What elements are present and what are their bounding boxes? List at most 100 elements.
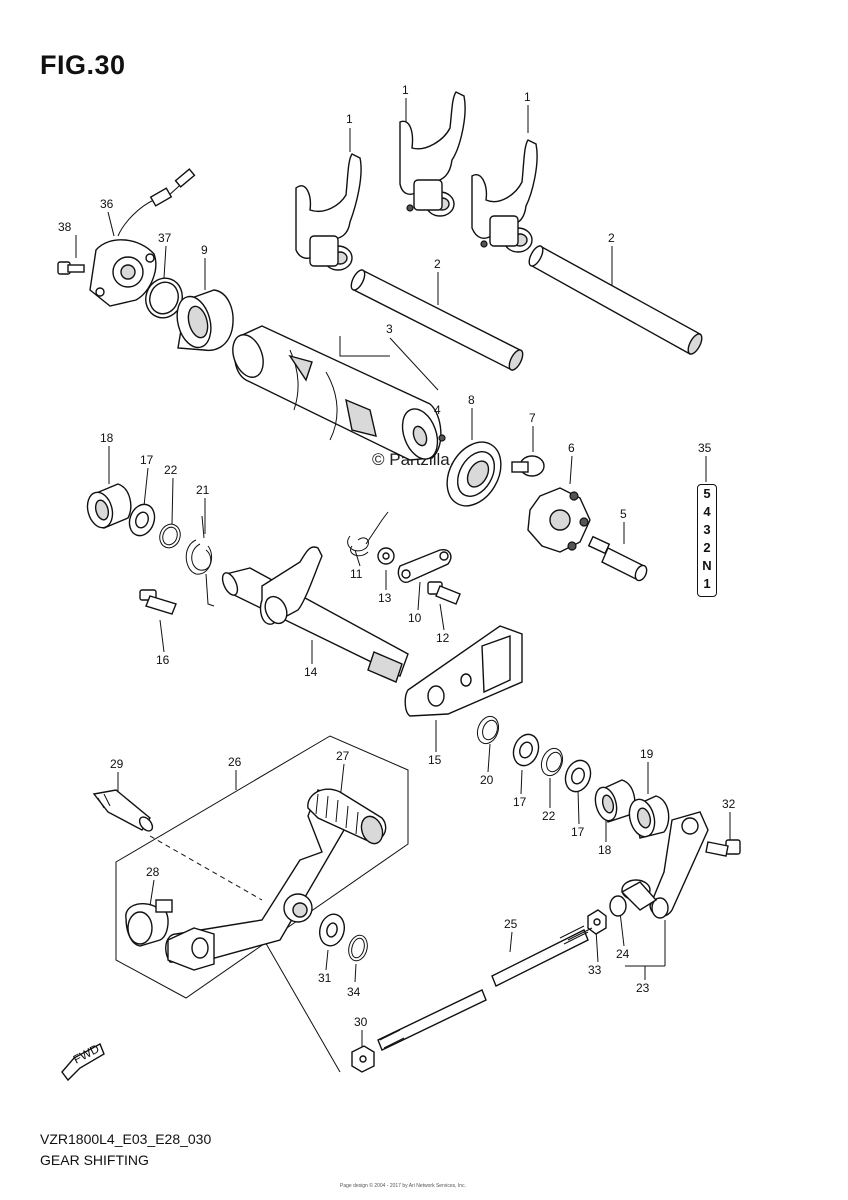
o-ring: [145, 277, 183, 319]
shift-fork-left: [295, 153, 362, 271]
callout-4: 4: [434, 403, 441, 417]
callout-1: 1: [402, 83, 409, 97]
callout-22: 22: [164, 463, 178, 477]
callout-21: 21: [196, 483, 210, 497]
callout-11: 11: [350, 567, 363, 581]
callout-24: 24: [616, 947, 630, 961]
callout-20: 20: [480, 773, 494, 787]
callout-8: 8: [468, 393, 475, 407]
callout-5: 5: [620, 507, 627, 521]
callout-34: 34: [347, 985, 361, 999]
circlip-22-lower: [540, 747, 564, 777]
bolt-16: [139, 589, 177, 615]
callout-7: 7: [529, 411, 536, 425]
callout-2: 2: [434, 257, 441, 271]
nut-33: [587, 909, 607, 935]
callout-29: 29: [110, 757, 124, 771]
callout-16: 16: [156, 653, 170, 667]
needle-bearing-upper: [176, 289, 234, 352]
callout-17: 17: [140, 453, 154, 467]
callout-19: 19: [640, 747, 654, 761]
needle-bearing-18-upper: [86, 483, 132, 529]
callout-26: 26: [228, 755, 242, 769]
gear-position-switch: [89, 168, 196, 307]
callout-15: 15: [428, 753, 442, 767]
bolt-32: [705, 839, 741, 857]
fork-shaft-right: [528, 245, 703, 355]
callout-17: 17: [513, 795, 527, 809]
washer-17-lower-b: [564, 759, 592, 793]
washer-13: [377, 547, 395, 565]
gearshift-cam: [232, 325, 446, 461]
cam-stopper: [527, 487, 591, 553]
bolt-7: [511, 455, 545, 477]
spring-11: [347, 511, 389, 557]
gearshift-arm: [404, 625, 523, 717]
cam-pin: [587, 535, 648, 582]
lever-assembly-box: [115, 735, 409, 1073]
circlip-34: [348, 934, 368, 962]
callout-9: 9: [201, 243, 208, 257]
washer-31: [318, 913, 346, 947]
washer-17-upper: [128, 503, 156, 537]
callout-30: 30: [354, 1015, 368, 1029]
callout-6: 6: [568, 441, 575, 455]
callout-18: 18: [100, 431, 114, 445]
gear-n: N: [702, 558, 712, 573]
callout-23: 23: [636, 981, 650, 995]
callout-2: 2: [608, 231, 615, 245]
callout-1: 1: [524, 90, 531, 104]
washer-17-lower-a: [512, 733, 540, 767]
callout-10: 10: [408, 611, 422, 625]
shift-rod: [377, 925, 593, 1051]
return-spring: [185, 515, 215, 607]
callout-32: 32: [722, 797, 736, 811]
callout-35: 35: [698, 441, 712, 455]
bolt-38: [57, 261, 85, 275]
bearing-19: [628, 795, 670, 839]
diagram-code: VZR1800L4_E03_E28_030: [40, 1131, 212, 1147]
callout-17: 17: [571, 825, 585, 839]
small-print: Page design © 2004 - 2017 by Ari Network…: [340, 1183, 466, 1189]
plate-10: [397, 549, 452, 583]
shift-fork-center: [399, 91, 466, 217]
gear-4: 4: [703, 504, 711, 519]
callout-1: 1: [346, 112, 353, 126]
callout-27: 27: [336, 749, 350, 763]
bushing-28: [125, 899, 173, 947]
gear-5: 5: [703, 486, 711, 501]
gear-2: 2: [703, 540, 711, 555]
shift-link-arm: [609, 811, 709, 919]
needle-bearing-18-lower: [594, 779, 636, 823]
callout-12: 12: [436, 631, 450, 645]
callout-28: 28: [146, 865, 160, 879]
callout-3: 3: [386, 322, 393, 336]
shift-lever-rubber: [307, 788, 387, 845]
callout-33: 33: [588, 963, 602, 977]
gearshift-shaft: [221, 546, 409, 683]
callout-36: 36: [100, 197, 114, 211]
circlip-20: [476, 715, 500, 745]
gear-indicator-label: 5 4 3 2 N 1: [697, 484, 717, 597]
bolt-12: [427, 581, 461, 605]
shift-lever-pedal: [167, 927, 215, 971]
nut-30: [351, 1045, 375, 1073]
callout-numbers: 1 1 1 2 2 3 4 5 6 7 8 9 10 11 12 13 14 1…: [58, 83, 736, 1029]
fork-shaft-left: [350, 269, 524, 371]
gear-1: 1: [703, 576, 711, 591]
callout-22: 22: [542, 809, 556, 823]
leader-lines: [75, 98, 731, 1048]
fwd-arrow: FWD: [61, 1041, 105, 1082]
shift-fork-right: [471, 139, 538, 253]
gear-3: 3: [703, 522, 711, 537]
bearing-8: [446, 441, 502, 507]
callout-31: 31: [318, 971, 332, 985]
callout-37: 37: [158, 231, 172, 245]
bolt-29: [92, 789, 154, 832]
callout-14: 14: [304, 665, 318, 679]
diagram-name: GEAR SHIFTING: [40, 1152, 149, 1168]
callout-38: 38: [58, 220, 72, 234]
circlip-22-upper: [159, 523, 181, 549]
